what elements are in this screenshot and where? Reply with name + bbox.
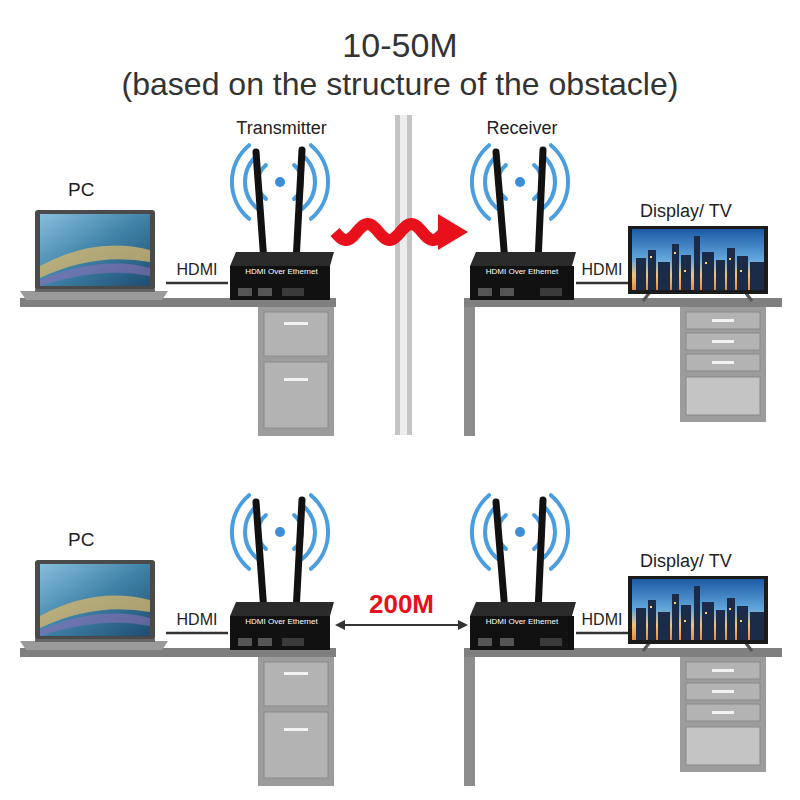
subtitle-note: (based on the structure of the obstacle) [0,66,800,103]
connector-line [576,282,628,285]
laptop-pc: PC [22,560,166,650]
device-plate-text: HDMI Over Ethernet [245,618,317,627]
wireless-link-arrow [335,214,468,250]
desk-row [20,495,782,786]
wall-highlight [400,115,407,435]
transmitter-device: TransmitterHDMI Over Ethernet [228,145,335,302]
cable-label: HDMI [580,261,625,279]
hdmi-cable [166,283,228,284]
device-label: Display/ TV [640,201,732,222]
arrow-head [438,214,468,250]
diagram-title: 10-50M [0,26,800,65]
device-plate-text: HDMI Over Ethernet [245,268,317,277]
hdmi-cable [576,633,628,634]
receiver-device: ReceiverHDMI Over Ethernet [468,145,576,302]
hdmi-cable [166,633,228,634]
receiver-device: HDMI Over Ethernet [468,495,576,652]
laptop-pc: PC [22,210,166,300]
connector-line [166,632,228,635]
desk-row [20,145,782,436]
hdmi-cable [576,283,628,284]
device-plate-text: HDMI Over Ethernet [486,268,558,277]
connector-line [166,282,228,285]
cable-label: HDMI [580,611,625,629]
device-label: PC [68,179,94,201]
cable-label: HDMI [175,261,220,279]
wall [395,115,412,435]
device-label: Display/ TV [640,551,732,572]
device-plate-text: HDMI Over Ethernet [486,618,558,627]
connector-line [576,632,628,635]
transmitter-device: HDMI Over Ethernet [228,495,335,652]
arrow-head [458,620,468,630]
device-label: Transmitter [236,118,326,139]
device-label: PC [68,529,94,551]
display-tv: Display/ TV [628,225,768,300]
wave-line [335,224,444,240]
distance-label: 200M [367,590,436,620]
display-tv: Display/ TV [628,575,768,650]
cable-label: HDMI [175,611,220,629]
device-label: Receiver [486,118,557,139]
distance-arrow [335,620,468,630]
connector-line [343,624,460,626]
arrow-head [335,620,345,630]
